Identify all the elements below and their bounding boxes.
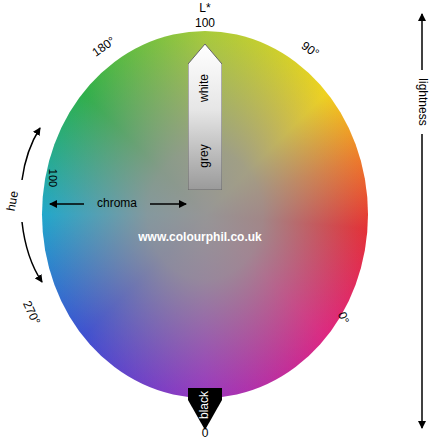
lightness-arrow (421, 14, 423, 70)
axis-label: 90° (299, 39, 321, 60)
hue-arrow (22, 128, 40, 180)
hue-arrow (22, 222, 42, 282)
grey-axis-bar: white grey (188, 44, 222, 190)
axis-label: lightness (415, 76, 428, 127)
axis-label: 270° (20, 299, 42, 327)
axis-label: 100 (47, 169, 59, 187)
black-axis-cone: black (188, 388, 222, 430)
node-outline (188, 44, 222, 190)
axis-label: 0° (335, 310, 351, 325)
axis-text: black (198, 391, 211, 419)
lightness-arrow (421, 134, 423, 428)
axis-label: 100 (195, 17, 215, 30)
chroma-arrow (50, 203, 84, 205)
axis-label: www.colourphil.co.uk (138, 231, 262, 244)
axis-text: grey (198, 144, 211, 167)
axis-label: L* (199, 2, 210, 15)
chroma-arrow (150, 203, 186, 205)
axis-text: white (198, 74, 211, 102)
axis-label: 180° (90, 34, 118, 59)
axis-label: chroma (97, 197, 137, 210)
axis-label: hue (5, 190, 21, 212)
